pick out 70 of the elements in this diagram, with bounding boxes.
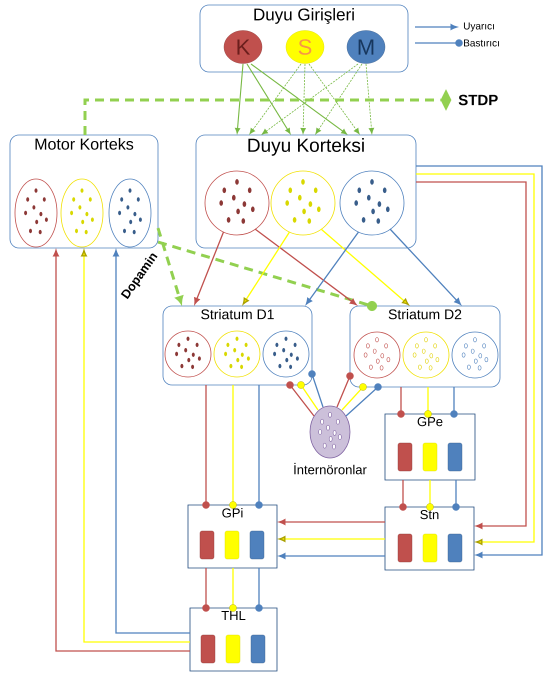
dot-ended-line	[308, 370, 324, 408]
color-bar	[448, 442, 462, 472]
arrow	[246, 64, 290, 134]
arrow	[194, 232, 224, 304]
arrow	[300, 64, 306, 134]
arrow	[53, 250, 190, 652]
interneuron-cluster: İnternöronlar	[294, 406, 367, 474]
dot-ended-line	[158, 240, 378, 312]
neuron-cluster	[214, 330, 260, 378]
color-bar	[398, 442, 412, 472]
neuron-cluster	[204, 170, 270, 236]
neuron-cluster	[108, 178, 152, 248]
dot-ended-line	[202, 568, 210, 612]
neuron-cluster	[354, 332, 400, 378]
arrow	[250, 64, 347, 134]
neuron-cluster	[262, 330, 310, 378]
dot-ended-line	[202, 385, 210, 509]
dot-ended-line	[424, 387, 432, 418]
neuron-cluster	[14, 178, 58, 248]
arrow	[390, 228, 461, 305]
color-bar	[250, 634, 266, 664]
dot-ended-line	[399, 480, 407, 511]
arrow	[235, 64, 244, 134]
color-bar	[448, 534, 462, 562]
neuron-cluster	[164, 330, 212, 378]
arrow	[81, 250, 190, 643]
arrow	[254, 228, 357, 306]
neuron-cluster	[60, 178, 104, 248]
arrow	[306, 232, 360, 305]
arrow	[315, 64, 362, 134]
color-bar	[200, 634, 216, 664]
dot-ended-line	[336, 372, 354, 408]
color-bar	[422, 534, 438, 562]
arrow	[249, 64, 302, 134]
arrow	[308, 64, 360, 134]
arrow	[320, 228, 409, 306]
dot-ended-line	[229, 568, 237, 612]
color-bar	[224, 530, 240, 560]
dot-ended-line	[229, 385, 237, 509]
arrow	[113, 250, 190, 634]
color-bar	[250, 530, 264, 560]
neuron-cluster	[402, 332, 450, 378]
color-bar	[422, 442, 438, 472]
dot-ended-line	[297, 381, 319, 410]
neuron-cluster	[340, 170, 404, 236]
color-bar	[200, 530, 214, 560]
arrow	[242, 232, 290, 305]
connector	[84, 98, 440, 135]
node-label: İnternöronlar	[294, 462, 367, 474]
neuron-cluster	[270, 170, 336, 236]
dot-ended-line	[450, 387, 458, 418]
color-bar	[398, 534, 412, 562]
color-bar	[226, 634, 240, 664]
dot-ended-line	[452, 480, 460, 511]
arrow	[278, 536, 385, 542]
dot-ended-line	[286, 381, 315, 416]
arrow	[366, 64, 374, 134]
dot-ended-line	[255, 385, 263, 509]
dot-ended-line	[342, 383, 367, 410]
dot-ended-line	[346, 383, 382, 416]
arrow	[156, 228, 184, 304]
arrow	[262, 64, 358, 135]
dot-ended-line	[426, 480, 434, 511]
legend-label: Bastırıcı	[464, 40, 499, 46]
arrow	[278, 553, 385, 559]
arrow	[278, 519, 385, 525]
neuron-cluster	[452, 332, 498, 378]
dot-ended-line	[397, 387, 405, 418]
dot-ended-line	[255, 568, 263, 612]
legend-label: Uyarıcı	[464, 22, 494, 32]
